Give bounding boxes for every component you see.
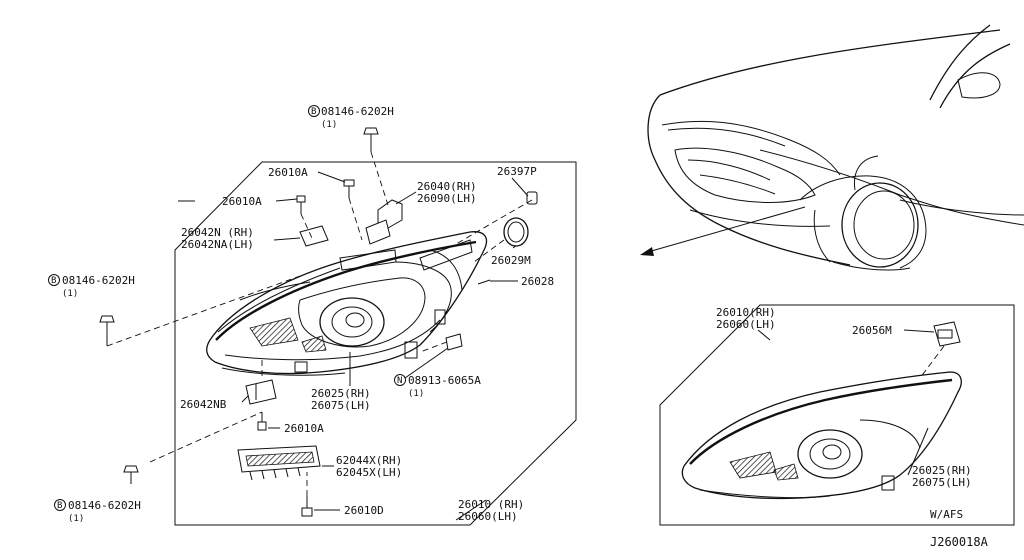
- label-bolt-top-qty: (1): [321, 120, 337, 130]
- bolt-marker-circle-bottom: [54, 499, 66, 511]
- afs-variant-frame: [659, 304, 1015, 526]
- bolt-marker-circle: [308, 105, 320, 117]
- label-bracket-rh-lh-2: 26090(LH): [417, 192, 477, 205]
- label-afs-module: 26056M: [852, 324, 892, 337]
- label-afs-unit-2: 26075(LH): [912, 476, 972, 489]
- label-screw-a2: 26010A: [222, 195, 262, 208]
- label-bolt-bottom: 08146-6202H: [68, 499, 141, 512]
- label-bracket-rh-lh-1: 26040(RH): [417, 180, 477, 193]
- label-assy-2: 26060(LH): [458, 510, 518, 523]
- bolt-marker-left: B: [51, 276, 56, 286]
- label-bolt-left-qty: (1): [62, 289, 78, 299]
- figure-code: J260018A: [930, 535, 989, 549]
- label-clip-small: 26028: [521, 275, 554, 288]
- main-assembly-frame: [174, 161, 577, 526]
- leader-lines: [178, 171, 529, 521]
- label-screw-a3: 26010A: [284, 422, 324, 435]
- headlamp-assembly: [206, 231, 488, 376]
- label-bracket-nb: 26042NB: [180, 398, 227, 411]
- label-bracket-n-1: 26042N (RH): [181, 226, 254, 239]
- label-seal-1: 62044X(RH): [336, 454, 402, 467]
- label-bracket-n-2: 26042NA(LH): [181, 238, 254, 251]
- label-cap-small: 26397P: [497, 165, 537, 178]
- label-unit-1: 26025(RH): [311, 387, 371, 400]
- label-unit-2: 26075(LH): [311, 399, 371, 412]
- bolt-marker-bottom: B: [57, 501, 62, 511]
- vehicle-front-view: [640, 24, 1024, 271]
- label-bolt-top: 08146-6202H: [321, 105, 394, 118]
- label-afs-caption: W/AFS: [930, 508, 963, 521]
- assembly-guide-lines: [106, 151, 533, 496]
- label-afs-unit-1: 26025(RH): [912, 464, 972, 477]
- label-nut-qty: (1): [408, 389, 424, 399]
- bolt-marker-top: B: [311, 107, 316, 117]
- afs-leader-lines: [757, 329, 935, 476]
- nut-marker: N: [397, 376, 402, 386]
- label-afs-assy-2: 26060(LH): [716, 318, 776, 331]
- afs-headlamp-assembly: [681, 321, 962, 500]
- label-bolt-left: 08146-6202H: [62, 274, 135, 287]
- label-seal-2: 62045X(LH): [336, 466, 402, 479]
- label-screw-a1: 26010A: [268, 166, 308, 179]
- label-assy-1: 26010 (RH): [458, 498, 524, 511]
- nut-marker-circle: [394, 374, 406, 386]
- label-nut: 08913-6065A: [408, 374, 481, 387]
- label-cap-round: 26029M: [491, 254, 531, 267]
- label-afs-assy-1: 26010(RH): [716, 306, 776, 319]
- label-bolt-bottom-qty: (1): [68, 514, 84, 524]
- callout-labels: B 08146-6202H (1) 26010A 26010A 26040(RH…: [48, 105, 989, 549]
- small-parts: [99, 127, 538, 517]
- label-screw-d: 26010D: [344, 504, 384, 517]
- bolt-marker-circle-left: [48, 274, 60, 286]
